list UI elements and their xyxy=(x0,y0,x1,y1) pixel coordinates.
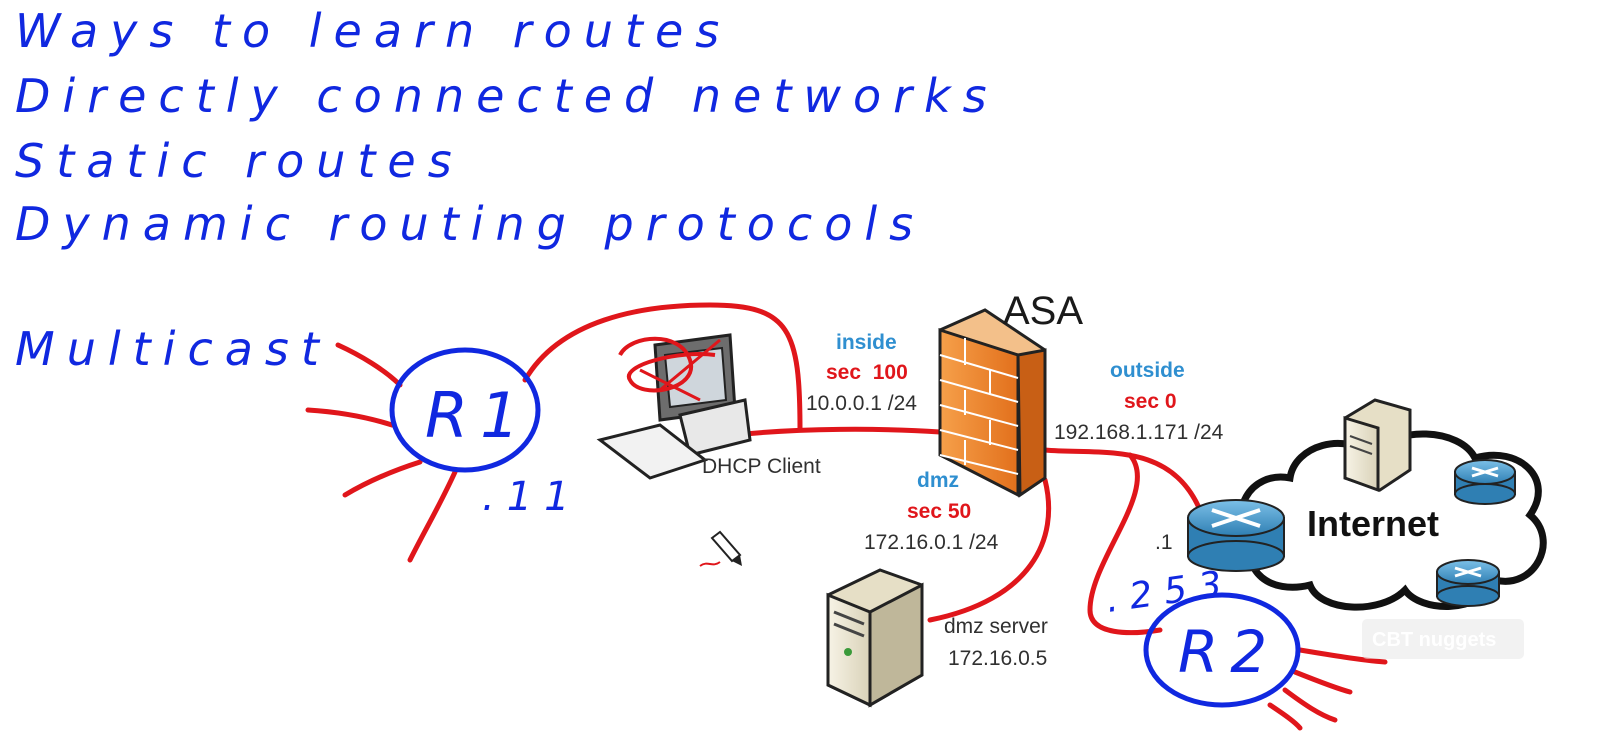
watermark-logo: CBT nuggets xyxy=(1362,619,1524,659)
dmz-server-ip: 172.16.0.5 xyxy=(948,647,1047,670)
r1-ray-2 xyxy=(305,407,395,428)
scribble-mark xyxy=(618,336,716,393)
dmz-label: dmz xyxy=(917,469,959,492)
dmz-server-icon xyxy=(826,568,924,708)
dmz-ip-label: 172.16.0.1 /24 xyxy=(864,531,999,554)
r2-ray-1 xyxy=(1297,647,1388,665)
r1-ray-4 xyxy=(407,469,458,563)
pencil-cursor-icon xyxy=(699,530,742,567)
outside-label: outside xyxy=(1110,359,1185,382)
r2-label: R2 xyxy=(1178,618,1279,686)
r1-annotation: R1 .11 xyxy=(389,347,582,520)
link-asa-to-r2 xyxy=(1087,452,1163,636)
dmz-server-name: dmz server xyxy=(944,615,1048,638)
r1-ray-3 xyxy=(342,459,423,498)
asa-firewall-icon xyxy=(938,308,1047,498)
dhcp-client-icon xyxy=(596,333,752,480)
outside-sec-label: sec 0 xyxy=(1124,390,1177,413)
network-links xyxy=(305,302,1388,731)
edge-router-icon xyxy=(1187,499,1285,572)
link-asa-to-router xyxy=(1042,447,1203,513)
r1-ray-1 xyxy=(335,342,403,388)
outside-ip-label: 192.168.1.171 /24 xyxy=(1054,421,1224,444)
r2-ray-4 xyxy=(1267,702,1303,731)
internet-router-icon-2 xyxy=(1436,559,1500,607)
dmz-sec-label: sec 50 xyxy=(907,500,971,523)
notes-line-directly-connected: Directly connected networks xyxy=(15,69,999,123)
inside-label: inside xyxy=(836,331,897,354)
internet-label: Internet xyxy=(1307,503,1439,544)
link-r1-to-asa xyxy=(522,302,803,433)
r2-address: .253 xyxy=(1104,562,1237,620)
notes-block: Ways to learn routes Directly connected … xyxy=(15,4,999,376)
r2-ray-3 xyxy=(1282,687,1338,723)
notes-heading: Ways to learn routes xyxy=(15,4,731,58)
inside-sec-label: sec 100 xyxy=(826,361,908,384)
r2-ray-2 xyxy=(1292,669,1353,695)
dhcp-client-label: DHCP Client xyxy=(702,455,821,478)
link-client-to-asa xyxy=(732,426,943,438)
asa-label: ASA xyxy=(1003,289,1083,333)
inside-ip-label: 10.0.0.1 /24 xyxy=(806,392,917,415)
notes-line-static: Static routes xyxy=(15,134,464,188)
r1-address: .11 xyxy=(482,474,582,520)
internet-router-icon-1 xyxy=(1454,459,1516,505)
r1-label: R1 xyxy=(425,379,532,452)
link-asa-to-dmz-server xyxy=(927,477,1052,623)
edge-router-address: .1 xyxy=(1155,531,1173,554)
notes-line-dynamic: Dynamic routing protocols xyxy=(15,197,925,251)
watermark-text: CBT nuggets xyxy=(1372,629,1496,651)
notes-multicast: Multicast xyxy=(15,322,331,376)
internet-server-icon xyxy=(1343,398,1412,493)
